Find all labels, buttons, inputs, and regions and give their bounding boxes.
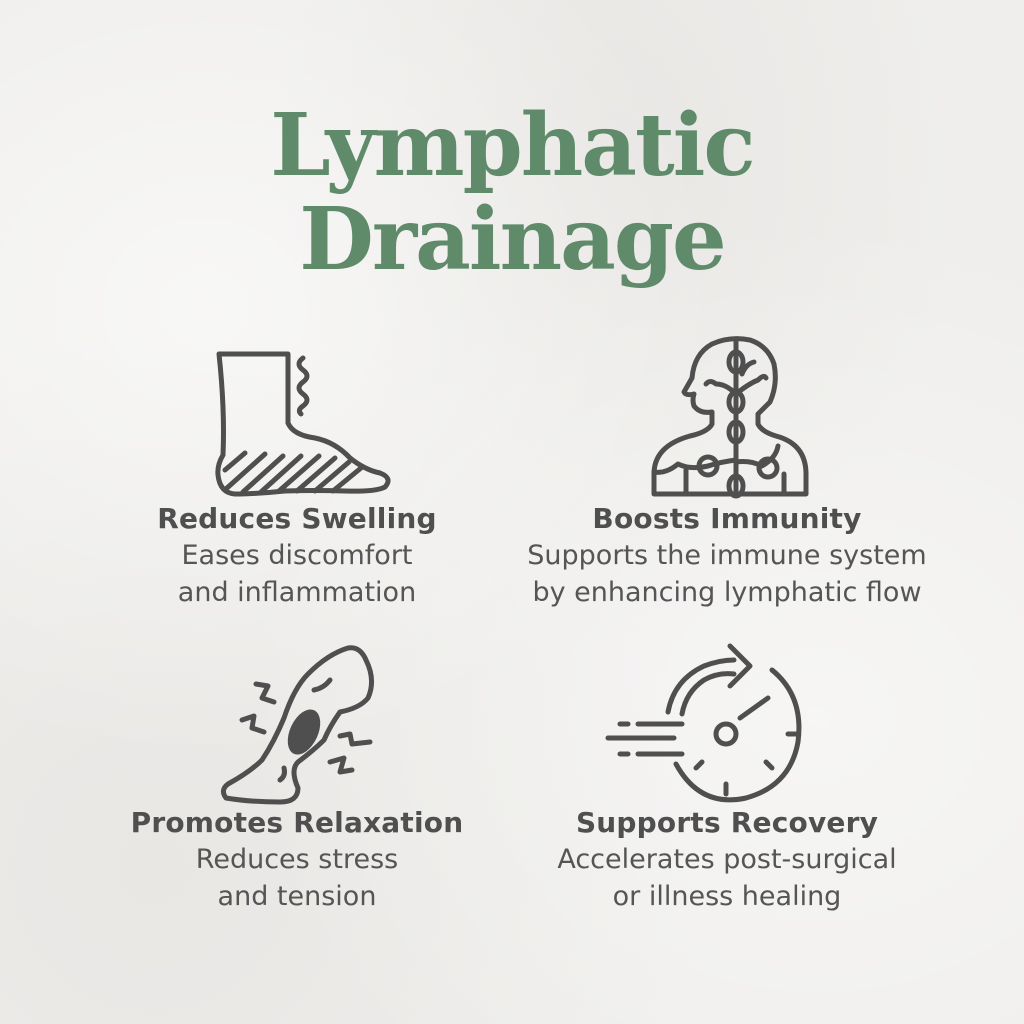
benefit-reduces-swelling: Reduces Swelling Eases discomfort and in… (67, 501, 527, 611)
benefit-promotes-relaxation: Promotes Relaxation Reduces stress and t… (67, 805, 527, 915)
fast-recovery-clock-icon (600, 638, 810, 808)
benefit-heading: Supports Recovery (575, 806, 879, 839)
benefit-description: or illness healing (612, 881, 842, 912)
benefit-description: by enhancing lymphatic flow (532, 577, 922, 608)
title-line-2: Drainage (299, 189, 726, 290)
benefit-boosts-immunity: Boosts Immunity Supports the immune syst… (497, 501, 957, 611)
benefit-supports-recovery: Supports Recovery Accelerates post-surgi… (497, 805, 957, 915)
benefit-description: Reduces stress (195, 844, 399, 875)
benefit-description: Eases discomfort (181, 540, 413, 571)
benefit-description: Supports the immune system (527, 540, 927, 571)
benefit-heading: Reduces Swelling (157, 502, 437, 535)
benefit-heading: Promotes Relaxation (130, 806, 464, 839)
lymphatic-body-icon (650, 334, 812, 499)
swollen-foot-icon (215, 350, 395, 500)
title-line-1: Lymphatic (270, 95, 756, 196)
benefit-description: and inflammation (177, 577, 417, 608)
benefit-description: and tension (217, 881, 377, 912)
benefit-heading: Boosts Immunity (592, 502, 862, 535)
leg-massage-icon (220, 640, 390, 810)
benefit-description: Accelerates post-surgical (557, 844, 897, 875)
